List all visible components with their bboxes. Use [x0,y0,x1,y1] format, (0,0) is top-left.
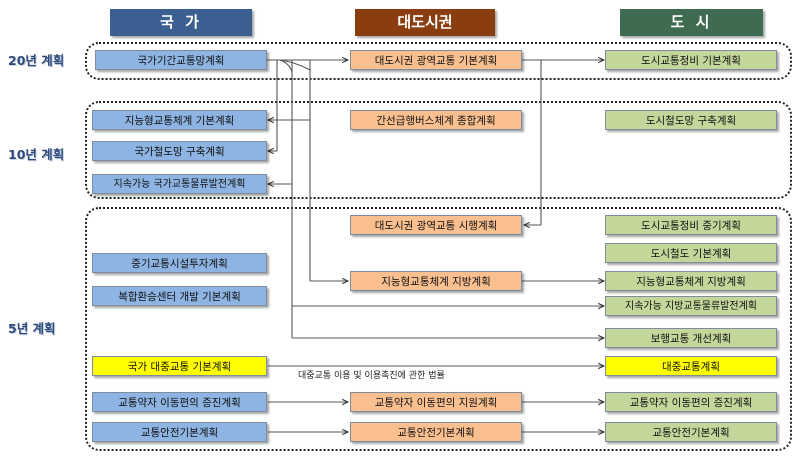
fan-n1-right [279,59,311,71]
header-metro: 대도시권 [355,9,495,36]
box-national-transport-network: 국가기간교통망계획 [95,50,267,70]
box-traffic-safety-national: 교통안전기본계획 [92,422,267,442]
box-its-basic: 지능형교통체계 기본계획 [92,110,267,130]
box-mid-term-investment: 중기교통시설투자계획 [92,253,267,273]
group-5-year [85,207,792,451]
box-national-rail: 국가철도망 구축계획 [92,141,267,161]
box-city-rail-network: 도시철도망 구축계획 [605,110,777,130]
box-traffic-safety-metro: 교통안전기본계획 [350,422,522,442]
box-metro-its-local: 지능형교통체계 지방계획 [350,271,522,291]
box-mobility-improvement: 교통약자 이동편의 증진계획 [92,392,267,412]
box-transfer-center: 복합환승센터 개발 기본계획 [92,286,267,306]
box-mobility-support: 교통약자 이동편의 지원계획 [350,392,522,412]
box-city-mid-term: 도시교통정비 중기계획 [605,215,777,235]
box-national-public-transport: 국가 대중교통 기본계획 [92,356,267,376]
box-city-rail-basic: 도시철도 기본계획 [605,243,777,263]
box-city-basic: 도시교통정비 기본계획 [605,50,777,70]
header-city: 도 시 [620,9,763,36]
group-label-20: 20년 계획 [8,53,65,68]
box-metro-basic: 대도시권 광역교통 기본계획 [350,50,522,70]
group-20-year [85,42,792,80]
box-city-sustainable-logistics: 지속가능 지방교통물류발전계획 [605,296,777,316]
box-city-public-transport: 대중교통계획 [605,356,777,376]
box-city-mobility: 교통약자 이동편의 증진계획 [605,392,777,412]
group-10-year [85,101,792,199]
box-brt-plan: 간선급행버스체계 종합계획 [350,110,522,130]
law-label: 대중교통 이용 및 이용촉진에 관한 법률 [298,371,445,381]
box-city-its-local: 지능형교통체계 지방계획 [605,271,777,291]
box-metro-implementation: 대도시권 광역교통 시행계획 [350,215,522,235]
box-traffic-safety-city: 교통안전기본계획 [605,422,777,442]
box-sustainable-logistics: 지속가능 국가교통물류발전계획 [92,174,267,194]
group-label-10: 10년 계획 [8,147,65,162]
box-pedestrian: 보행교통 개선계획 [605,328,777,348]
group-label-5: 5년 계획 [8,321,56,336]
header-national: 국 가 [110,9,252,36]
